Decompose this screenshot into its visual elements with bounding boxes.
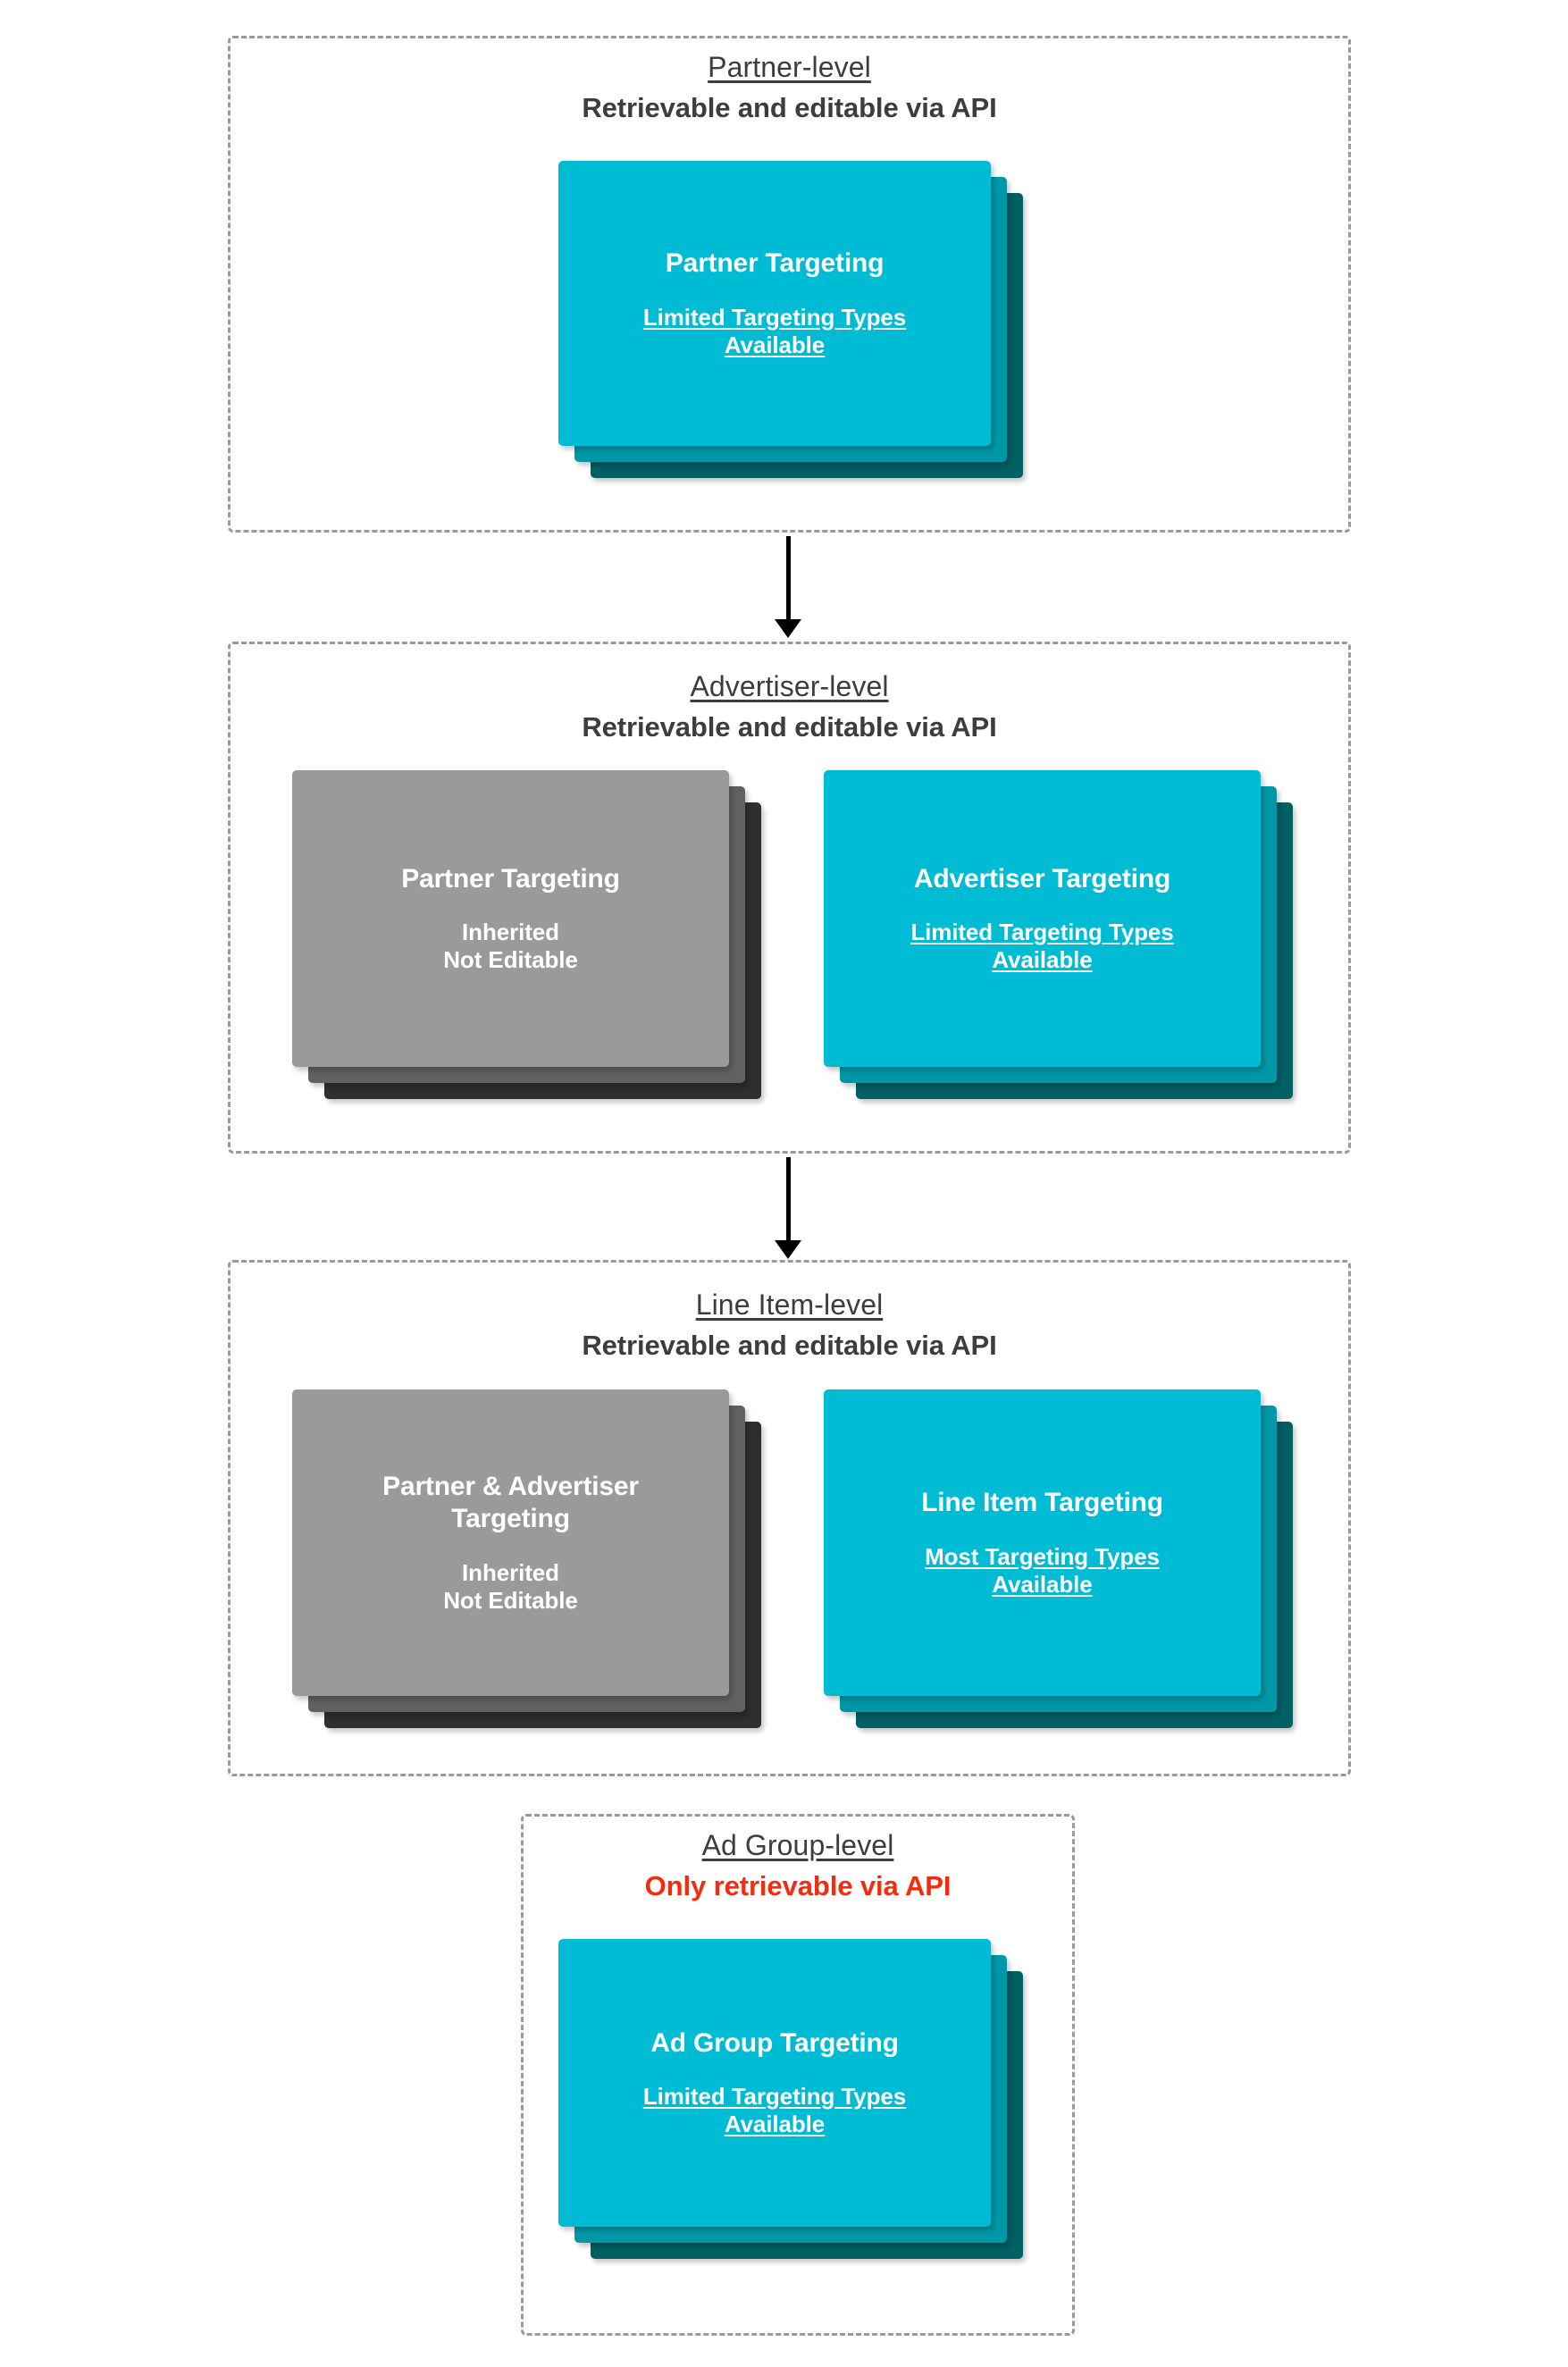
card-subtitle: Most Targeting Types Available bbox=[925, 1543, 1160, 1599]
card-subtitle: Limited Targeting Types Available bbox=[643, 2083, 906, 2138]
card-subtitle-line2: Available bbox=[992, 1570, 1093, 1598]
card-subtitle-line1: Most Targeting Types bbox=[925, 1542, 1160, 1570]
card-subtitle-line2: Available bbox=[724, 2111, 826, 2138]
level-subtitle-line-item: Retrievable and editable via API bbox=[582, 1329, 997, 1361]
card-stack-ad-group-targeting[interactable]: Ad Group Targeting Limited Targeting Typ… bbox=[558, 1939, 1023, 2270]
connector-shaft bbox=[786, 536, 791, 622]
card-subtitle: Inherited Not Editable bbox=[443, 1558, 578, 1615]
card-stack-advertiser-targeting[interactable]: Advertiser Targeting Limited Targeting T… bbox=[824, 770, 1293, 1128]
level-title-ad-group: Ad Group-level bbox=[701, 1829, 894, 1861]
level-subtitle-partner: Retrievable and editable via API bbox=[582, 91, 997, 123]
card-subtitle-line1: Inherited bbox=[462, 919, 559, 946]
connector-advertiser-to-line-item bbox=[762, 1157, 816, 1259]
card-title: Partner Targeting bbox=[665, 248, 885, 279]
card-stack-partner-targeting[interactable]: Partner Targeting Limited Targeting Type… bbox=[558, 161, 1023, 478]
connector-partner-to-advertiser bbox=[762, 536, 816, 638]
card-subtitle: Limited Targeting Types Available bbox=[643, 304, 906, 359]
card-ad-group-targeting[interactable]: Ad Group Targeting Limited Targeting Typ… bbox=[558, 1939, 991, 2227]
card-inherited-partner-targeting[interactable]: Partner Targeting Inherited Not Editable bbox=[292, 770, 729, 1067]
connector-shaft bbox=[786, 1157, 791, 1243]
card-title: Ad Group Targeting bbox=[650, 2027, 899, 2058]
card-advertiser-targeting[interactable]: Advertiser Targeting Limited Targeting T… bbox=[824, 770, 1261, 1067]
level-header-partner: Partner-level Retrievable and editable v… bbox=[228, 49, 1351, 126]
card-subtitle-line1: Limited Targeting Types bbox=[642, 303, 907, 331]
connector-arrowhead bbox=[775, 619, 801, 638]
card-stack-inherited-partner-targeting[interactable]: Partner Targeting Inherited Not Editable bbox=[292, 770, 761, 1128]
card-subtitle-line2: Available bbox=[992, 946, 1093, 974]
connector-arrowhead bbox=[775, 1240, 801, 1259]
card-inherited-partner-advertiser-targeting[interactable]: Partner & Advertiser Targeting Inherited… bbox=[292, 1389, 729, 1696]
card-stack-inherited-partner-advertiser-targeting[interactable]: Partner & Advertiser Targeting Inherited… bbox=[292, 1389, 761, 1747]
level-title-advertiser: Advertiser-level bbox=[690, 670, 889, 702]
level-subtitle-ad-group: Only retrievable via API bbox=[644, 1869, 952, 1901]
level-title-line-item: Line Item-level bbox=[695, 1288, 884, 1321]
card-title: Advertiser Targeting bbox=[913, 863, 1171, 894]
card-stack-line-item-targeting[interactable]: Line Item Targeting Most Targeting Types… bbox=[824, 1389, 1293, 1747]
level-title-partner: Partner-level bbox=[708, 51, 871, 83]
card-subtitle-line1: Limited Targeting Types bbox=[910, 919, 1174, 946]
level-box-advertiser bbox=[228, 642, 1351, 1154]
card-subtitle-line2: Not Editable bbox=[443, 946, 578, 974]
card-subtitle-line2: Not Editable bbox=[443, 1587, 578, 1615]
level-box-line-item bbox=[228, 1260, 1351, 1776]
level-header-advertiser: Advertiser-level Retrievable and editabl… bbox=[228, 668, 1351, 745]
level-box-ad-group bbox=[521, 1814, 1075, 2336]
card-title: Line Item Targeting bbox=[921, 1488, 1163, 1518]
card-title: Partner & Advertiser Targeting bbox=[382, 1471, 639, 1534]
card-line-item-targeting[interactable]: Line Item Targeting Most Targeting Types… bbox=[824, 1389, 1261, 1696]
level-header-line-item: Line Item-level Retrievable and editable… bbox=[228, 1287, 1351, 1364]
card-subtitle-line1: Inherited bbox=[462, 1558, 559, 1586]
card-title: Partner Targeting bbox=[401, 863, 620, 894]
level-header-ad-group: Ad Group-level Only retrievable via API bbox=[521, 1827, 1075, 1904]
card-subtitle-line2: Available bbox=[724, 331, 826, 358]
card-subtitle: Limited Targeting Types Available bbox=[910, 919, 1173, 974]
level-subtitle-advertiser: Retrievable and editable via API bbox=[582, 710, 997, 743]
level-box-partner bbox=[228, 36, 1351, 533]
card-subtitle: Inherited Not Editable bbox=[443, 919, 578, 974]
card-partner-targeting[interactable]: Partner Targeting Limited Targeting Type… bbox=[558, 161, 991, 446]
card-subtitle-line1: Limited Targeting Types bbox=[642, 2083, 907, 2111]
